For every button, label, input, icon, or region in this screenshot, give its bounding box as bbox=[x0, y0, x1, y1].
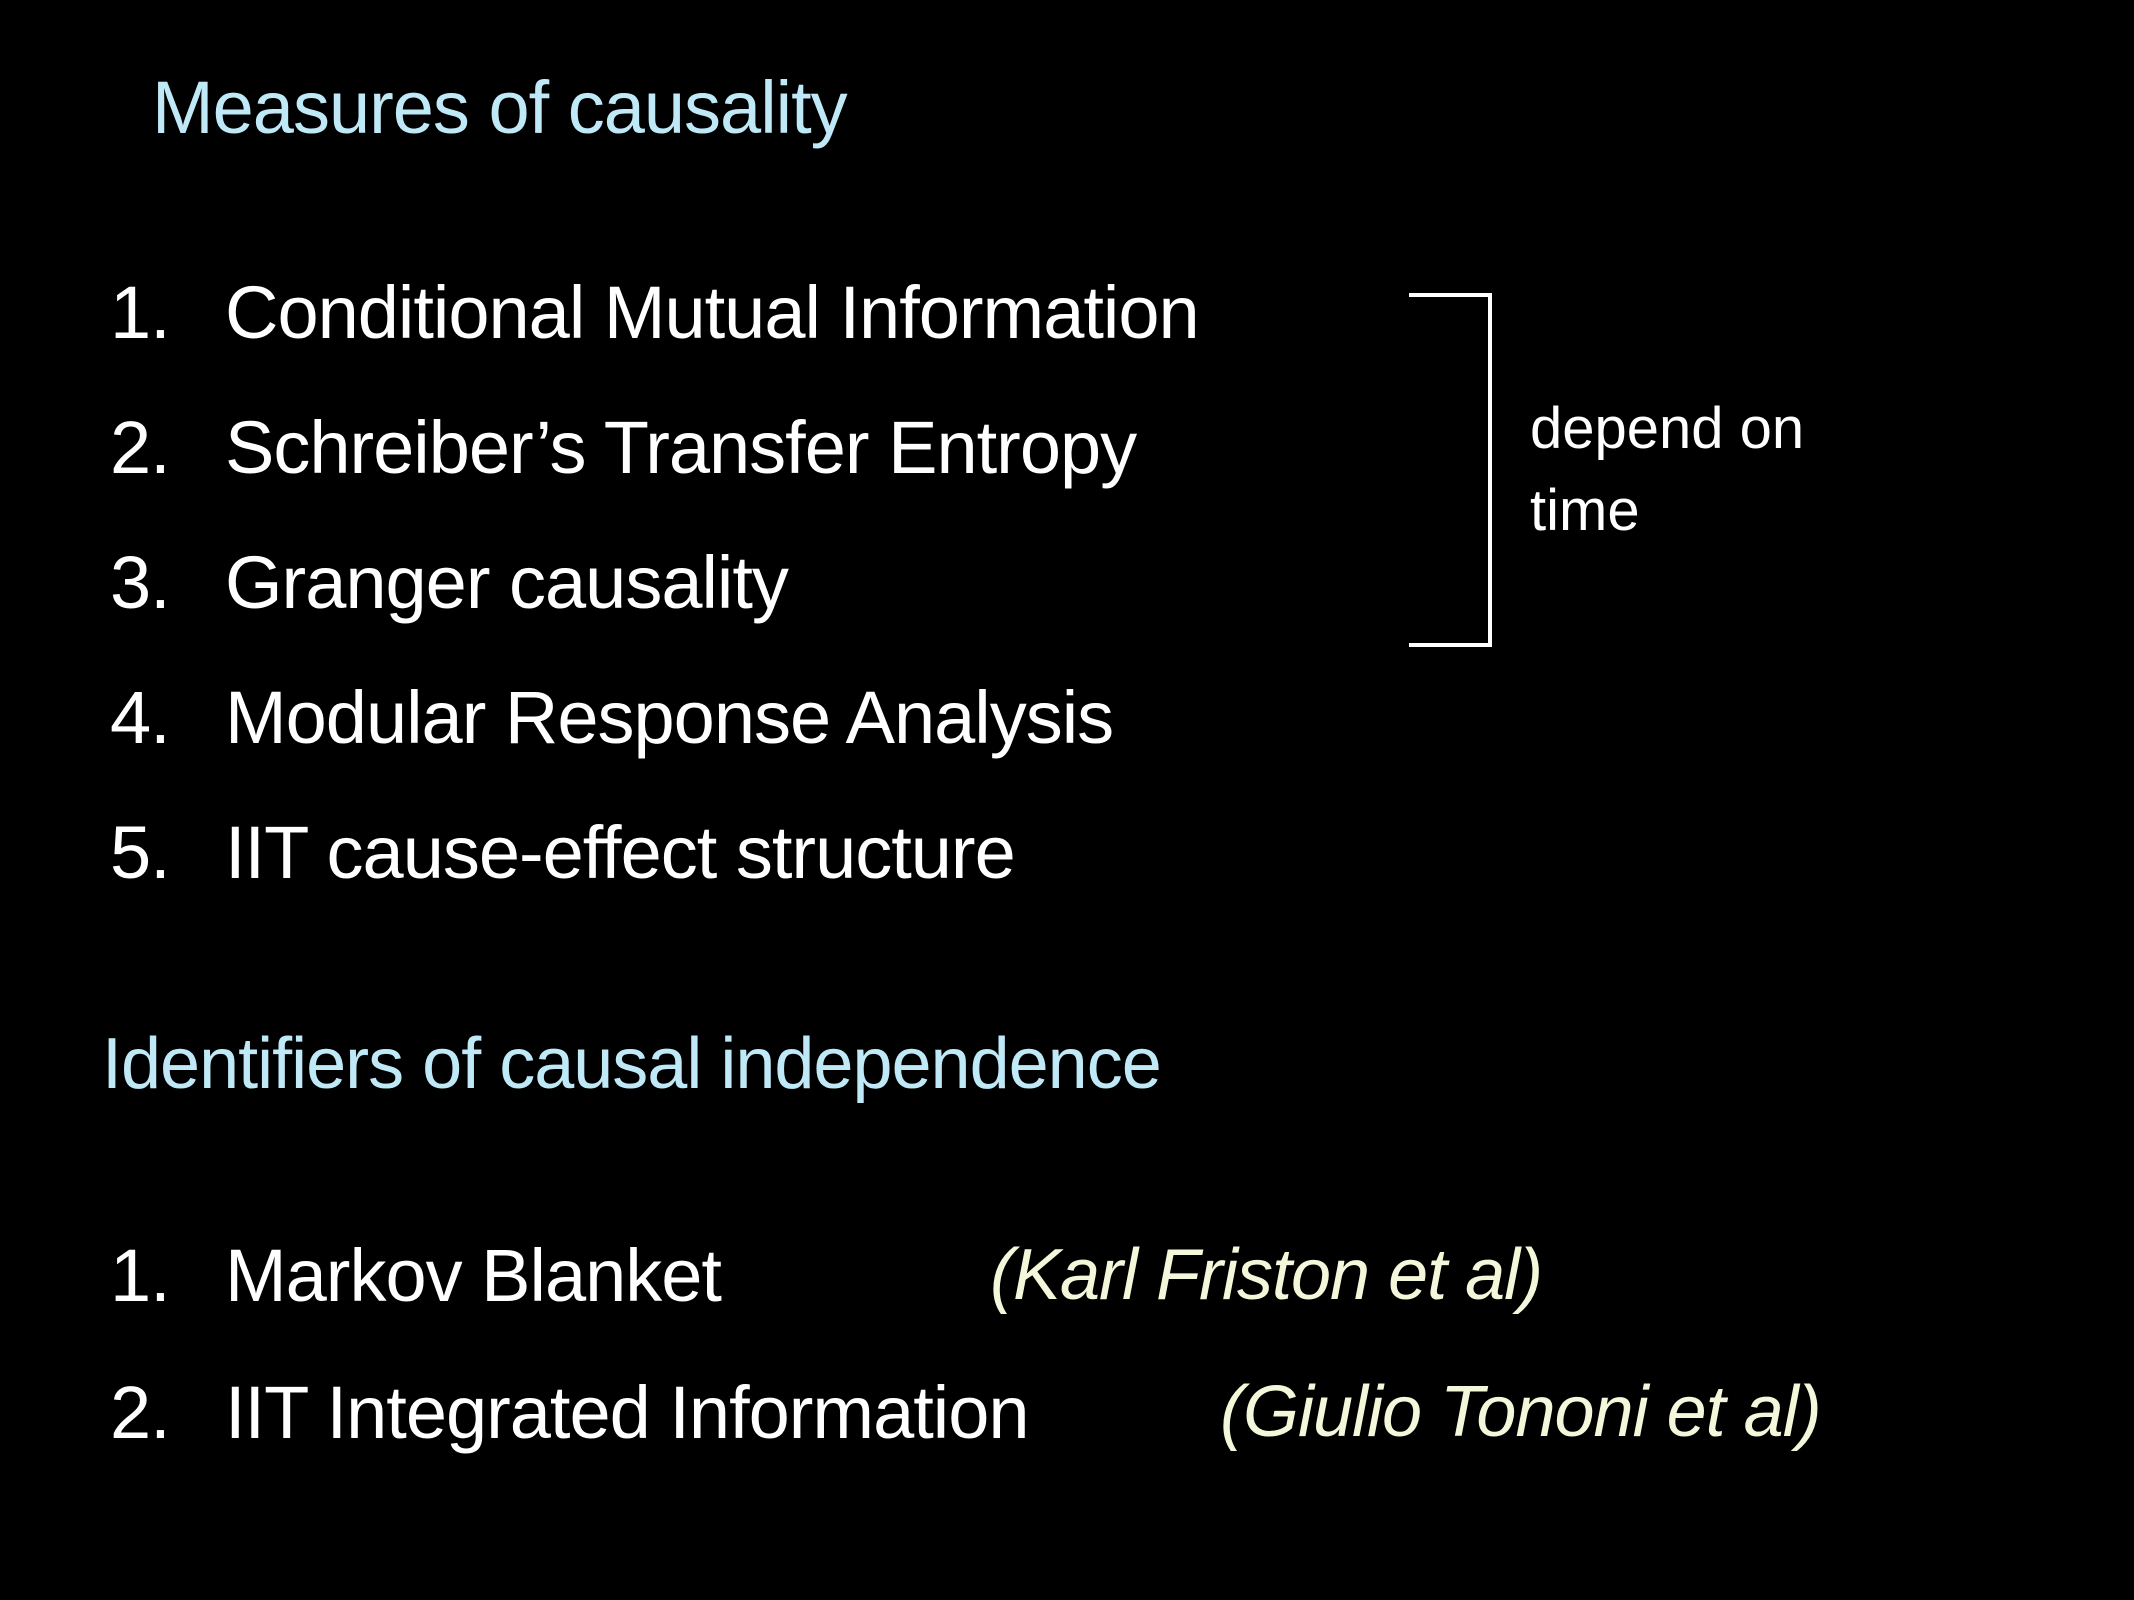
list-item-iit-cause-effect-structure: 5. IIT cause-effect structure bbox=[110, 811, 1016, 894]
attribution-giulio-tononi: (Giulio Tononi et al) bbox=[1220, 1372, 1822, 1452]
time-dependence-bracket bbox=[1409, 293, 1492, 647]
item-number: 5. bbox=[110, 811, 171, 894]
list-item-transfer-entropy: 2. Schreiber’s Transfer Entropy bbox=[110, 406, 1137, 489]
item-number: 4. bbox=[110, 676, 171, 759]
item-label: Conditional Mutual Information bbox=[225, 271, 1200, 354]
item-number: 2. bbox=[110, 406, 171, 489]
slide-subtitle: Identifiers of causal independence bbox=[102, 1024, 1162, 1104]
item-number: 2. bbox=[110, 1371, 171, 1454]
list-item-granger-causality: 3. Granger causality bbox=[110, 541, 789, 624]
list-item-iit-integrated-information: 2. IIT Integrated Information (Giulio Ton… bbox=[110, 1371, 1822, 1454]
list-item-markov-blanket: 1. Markov Blanket (Karl Friston et al) bbox=[110, 1234, 1543, 1317]
item-number: 1. bbox=[110, 1234, 171, 1317]
item-label: IIT cause-effect structure bbox=[225, 811, 1016, 894]
item-label: Markov Blanket bbox=[225, 1234, 722, 1317]
item-number: 1. bbox=[110, 271, 171, 354]
slide-title: Measures of causality bbox=[152, 66, 848, 149]
item-number: 3. bbox=[110, 541, 171, 624]
time-dependence-note: depend on time bbox=[1530, 396, 1805, 543]
item-label: Modular Response Analysis bbox=[225, 676, 1114, 759]
item-label: IIT Integrated Information bbox=[225, 1371, 1030, 1454]
item-label: Granger causality bbox=[225, 541, 789, 624]
item-label: Schreiber’s Transfer Entropy bbox=[225, 406, 1137, 489]
attribution-karl-friston: (Karl Friston et al) bbox=[990, 1235, 1543, 1315]
list-item-conditional-mutual-information: 1. Conditional Mutual Information bbox=[110, 271, 1200, 354]
list-item-modular-response-analysis: 4. Modular Response Analysis bbox=[110, 676, 1114, 759]
